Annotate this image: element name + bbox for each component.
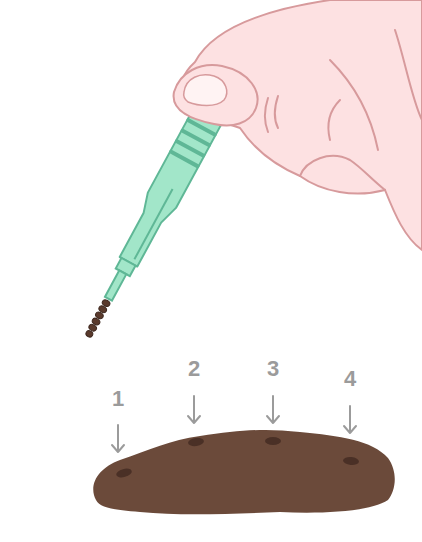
leader-arrow [267,396,279,423]
thumbnail [184,75,227,106]
callout-number: 3 [267,356,279,382]
tool-handle [114,100,226,269]
grip-ring [183,131,209,145]
callout-number: 4 [344,366,356,392]
soil-core [85,330,94,339]
callout-number: 1 [112,386,124,412]
probe-tool [74,100,226,344]
hole [115,467,133,479]
hole [265,437,281,445]
grip-ring [177,141,203,155]
finger [395,30,422,120]
hole [343,456,360,465]
tool-needle [105,270,126,300]
grip-ring [171,152,197,166]
leader-arrow [112,425,124,452]
leader-arrow [188,396,200,423]
finger [300,156,385,190]
crease [275,96,278,128]
finger [330,60,378,150]
hole [188,437,205,447]
leader-arrow [344,406,356,433]
callout-number: 2 [188,356,200,382]
tool-highlight [134,189,172,259]
thumb [174,65,258,125]
crease [328,100,340,140]
crease [265,98,268,132]
soil-lump [93,430,395,514]
